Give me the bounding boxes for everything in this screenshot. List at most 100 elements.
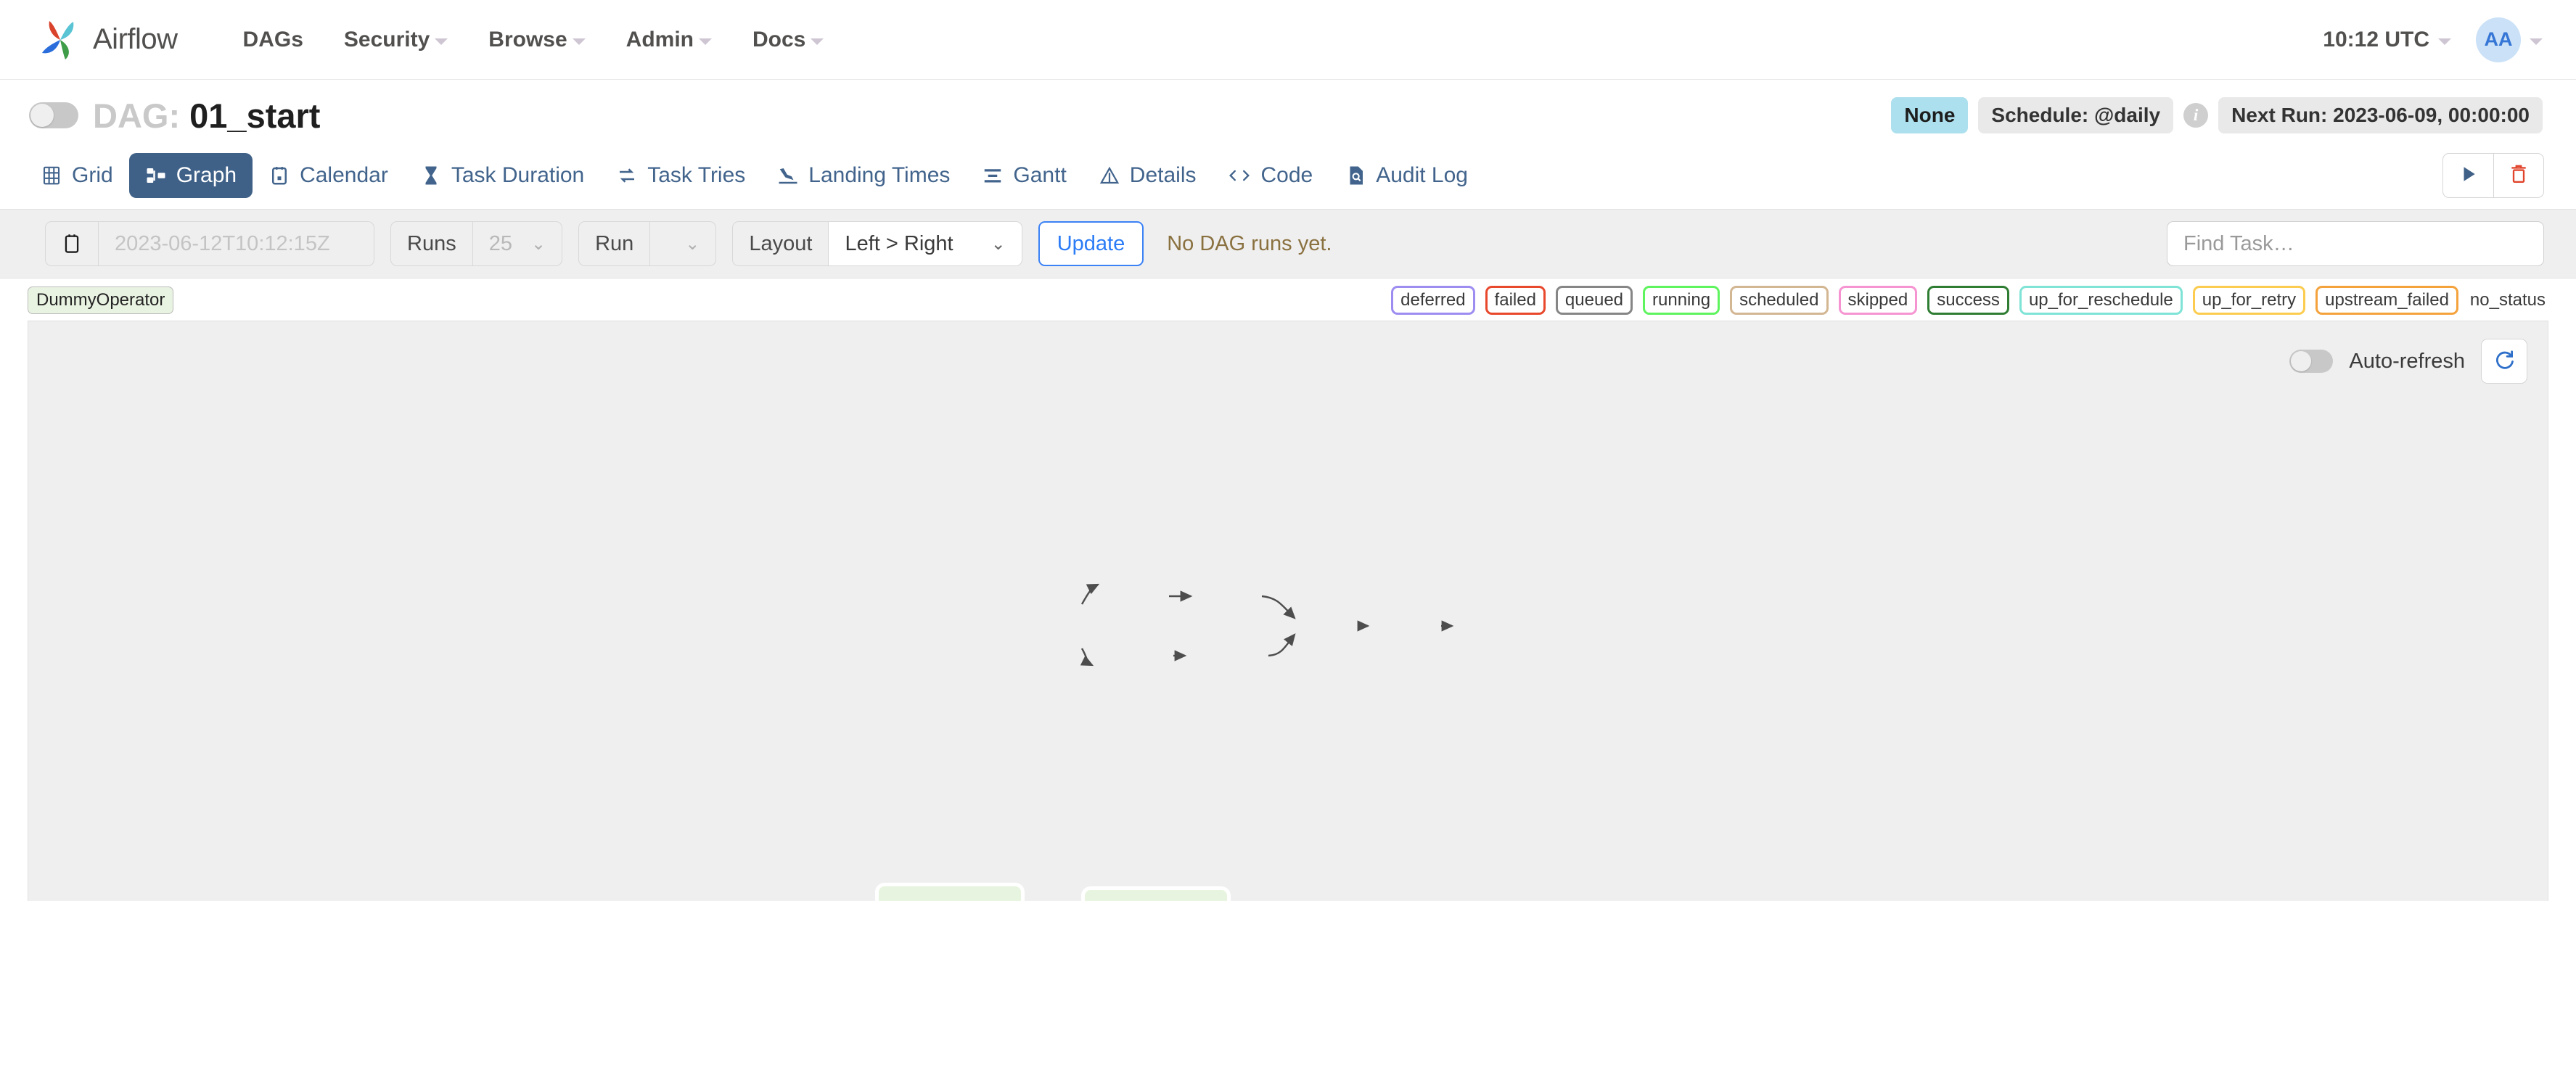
- nav-item-browse[interactable]: Browse: [468, 28, 605, 52]
- runs-group: Runs 25 ⌄: [390, 221, 563, 266]
- chevron-down-icon: ⌄: [990, 234, 1006, 254]
- layout-select[interactable]: Left > Right ⌄: [829, 221, 1022, 266]
- page-title: DAG: 01_start: [93, 96, 320, 136]
- edge-clean_sales-join_datasets: [1261, 595, 1296, 619]
- tab-gantt-label: Gantt: [1013, 163, 1067, 187]
- task-node-fetch_sales[interactable]: fetch_sales: [875, 883, 1025, 901]
- dag-name: 01_start: [189, 96, 321, 135]
- schedule-badge[interactable]: Schedule: @daily: [1978, 97, 2174, 133]
- runs-label: Runs: [390, 221, 473, 266]
- refresh-button[interactable]: [2481, 339, 2527, 384]
- chevron-down-icon: [698, 38, 712, 45]
- task-node-clean_sales[interactable]: clean_sales: [1081, 886, 1231, 901]
- date-picker-group: 2023-06-12T10:12:15Z: [45, 221, 374, 266]
- layout-group: Layout Left > Right ⌄: [732, 221, 1022, 266]
- user-menu[interactable]: AA: [2476, 17, 2543, 62]
- edge-clean_weather-join_datasets: [1268, 633, 1296, 657]
- chevron-down-icon: [811, 38, 824, 45]
- details-icon: [1099, 165, 1120, 186]
- chevron-down-icon: ⌄: [530, 234, 546, 254]
- tab-graph[interactable]: Graph: [128, 153, 253, 198]
- runs-select[interactable]: 25 ⌄: [472, 221, 563, 266]
- dag-tabs-bar: Grid Graph Calendar: [0, 142, 2576, 209]
- operator-badge: DummyOperator: [28, 286, 174, 314]
- dag-tabs: Grid Graph Calendar: [25, 153, 1484, 198]
- graph-nodes: start fetch_sales clean_sales fetch_weat…: [28, 321, 2548, 901]
- tab-details-label: Details: [1129, 163, 1197, 187]
- legend-bar: DummyOperator deferred failed queued run…: [0, 279, 2576, 321]
- run-group: Run ⌄: [578, 221, 717, 266]
- base-date-input[interactable]: 2023-06-12T10:12:15Z: [99, 221, 374, 266]
- page-title-prefix: DAG:: [93, 96, 181, 135]
- legend-item-scheduled: scheduled: [1730, 286, 1829, 315]
- tab-grid[interactable]: Grid: [25, 153, 129, 198]
- dag-header: DAG: 01_start None Schedule: @daily i Ne…: [0, 80, 2576, 142]
- nav-item-admin-label: Admin: [625, 27, 694, 51]
- nav-item-docs-label: Docs: [752, 27, 806, 51]
- tab-graph-label: Graph: [176, 163, 237, 187]
- status-badge: None: [1891, 97, 1969, 133]
- legend-item-running: running: [1643, 286, 1720, 315]
- code-icon: [1228, 165, 1251, 186]
- graph-icon: [145, 165, 167, 186]
- toggle-knob: [30, 104, 54, 127]
- hourglass-icon: [420, 165, 442, 186]
- find-task-input[interactable]: Find Task…: [2167, 221, 2544, 266]
- play-icon: [2459, 165, 2478, 187]
- chevron-down-icon: ⌄: [685, 234, 700, 254]
- tab-grid-label: Grid: [72, 163, 113, 187]
- tab-code[interactable]: Code: [1212, 153, 1329, 198]
- tab-audit-log-label: Audit Log: [1376, 163, 1468, 187]
- nav-item-security-label: Security: [343, 27, 430, 51]
- chevron-down-icon: [2530, 38, 2543, 45]
- nav-item-dags[interactable]: DAGs: [223, 28, 324, 52]
- nav-item-dags-label: DAGs: [242, 27, 303, 51]
- legend-item-success: success: [1927, 286, 2009, 315]
- utc-clock[interactable]: 10:12 UTC: [2323, 28, 2451, 52]
- tab-gantt[interactable]: Gantt: [966, 153, 1082, 198]
- info-icon[interactable]: i: [2183, 103, 2209, 128]
- tab-landing-times-label: Landing Times: [808, 163, 951, 187]
- tab-code-label: Code: [1260, 163, 1313, 187]
- trigger-dag-button[interactable]: [2442, 153, 2493, 198]
- nav-item-security[interactable]: Security: [324, 28, 468, 52]
- auto-refresh-label: Auto-refresh: [2349, 349, 2465, 373]
- legend-item-skipped: skipped: [1838, 286, 1918, 315]
- audit-icon: [1345, 165, 1366, 186]
- tab-calendar[interactable]: Calendar: [253, 153, 404, 198]
- nav-item-docs[interactable]: Docs: [732, 28, 844, 52]
- tab-audit-log[interactable]: Audit Log: [1329, 153, 1484, 198]
- legend-item-deferred: deferred: [1391, 286, 1475, 315]
- run-select[interactable]: ⌄: [650, 221, 717, 266]
- delete-dag-button[interactable]: [2493, 153, 2544, 198]
- edge-start-fetch_sales: [1080, 583, 1100, 605]
- nav-item-admin[interactable]: Admin: [606, 28, 732, 52]
- edge-start-fetch_weather: [1080, 648, 1094, 667]
- tab-details[interactable]: Details: [1083, 153, 1213, 198]
- auto-refresh-toggle[interactable]: [2289, 350, 2334, 373]
- dag-action-buttons: [2442, 153, 2544, 198]
- next-run-badge: Next Run: 2023-06-09, 00:00:00: [2218, 97, 2543, 133]
- chevron-down-icon: [2438, 38, 2451, 45]
- legend-item-up-for-retry: up_for_retry: [2192, 286, 2306, 315]
- legend-item-queued: queued: [1555, 286, 1633, 315]
- dag-pause-toggle[interactable]: [29, 102, 78, 128]
- legend-item-upstream-failed: upstream_failed: [2315, 286, 2458, 315]
- chevron-down-icon: [572, 38, 586, 45]
- tab-task-tries[interactable]: Task Tries: [600, 153, 761, 198]
- run-label: Run: [578, 221, 651, 266]
- tab-task-duration[interactable]: Task Duration: [404, 153, 600, 198]
- calendar-picker-button[interactable]: [45, 221, 99, 266]
- tab-landing-times[interactable]: Landing Times: [761, 153, 966, 198]
- navbar-right: 10:12 UTC AA: [2323, 17, 2543, 62]
- grid-icon: [41, 165, 62, 186]
- update-button[interactable]: Update: [1038, 221, 1144, 266]
- layout-select-value: Left > Right: [845, 231, 953, 255]
- airflow-pinwheel-icon: [38, 17, 83, 62]
- brand-logo-link[interactable]: Airflow: [38, 17, 178, 62]
- retry-icon: [616, 165, 638, 186]
- status-legend: deferred failed queued running scheduled…: [1391, 286, 2547, 315]
- chevron-down-icon: [435, 38, 448, 45]
- dag-graph-canvas[interactable]: Auto-refresh: [28, 321, 2548, 901]
- landing-icon: [777, 165, 799, 186]
